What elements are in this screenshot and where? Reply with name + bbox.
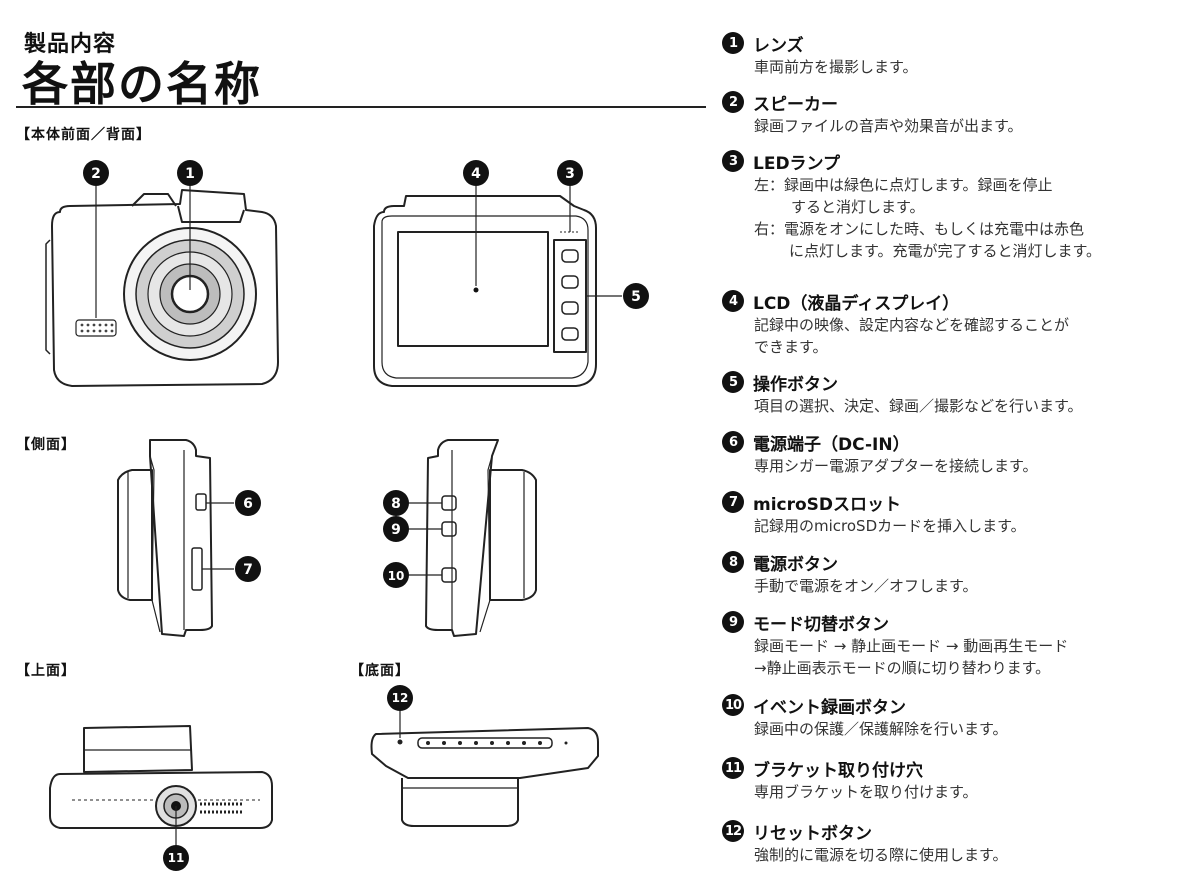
legend-item-12: 12 リセットボタン 強制的に電源を切る際に使用します。	[722, 818, 1192, 866]
side-view-left-illustration	[117, 439, 234, 637]
item-description: 専用シガー電源アダプターを接続します。	[754, 457, 1038, 475]
callout-badge-7: 7	[235, 556, 261, 582]
legend-item-1: 1 レンズ 車両前方を撮影します。	[722, 30, 1192, 78]
section-label-side: 【側面】	[16, 437, 76, 453]
item-description: 左：録画中は緑色に点灯します。録画を停止	[754, 176, 1053, 194]
callout-badge-12: 12	[387, 685, 413, 711]
item-title: microSDスロット	[753, 494, 902, 515]
callout-badge-8: 8	[383, 490, 409, 516]
side-view-right-illustration	[408, 439, 537, 637]
svg-text:12: 12	[392, 691, 409, 705]
item-description: に点灯します。充電が完了すると消灯します。	[789, 242, 1102, 260]
svg-text:7: 7	[243, 562, 253, 578]
item-title: リセットボタン	[753, 823, 872, 844]
section-label-top: 【上面】	[16, 663, 76, 679]
item-description: 強制的に電源を切る際に使用します。	[754, 846, 1008, 864]
section-label-front-back: 【本体前面／背面】	[16, 127, 151, 143]
legend-item-5: 5 操作ボタン 項目の選択、決定、録画／撮影などを行います。	[722, 369, 1192, 417]
svg-text:11: 11	[168, 851, 185, 865]
item-description: →静止画表示モードの順に切り替わります。	[754, 659, 1051, 677]
callout-badge-9: 9	[383, 516, 409, 542]
subtitle: 製品内容	[24, 32, 117, 57]
title-divider	[16, 106, 706, 108]
item-description: できます。	[754, 338, 828, 356]
item-title: 操作ボタン	[753, 374, 838, 395]
item-description: 録画ファイルの音声や効果音が出ます。	[754, 117, 1023, 135]
camera-diagram: 2 1 4 3 5 6 7 8 9 10 11 12	[45, 160, 649, 871]
legend-item-9: 9 モード切替ボタン 録画モード → 静止画モード → 動画再生モード →静止画表…	[722, 609, 1192, 679]
number-badge-6: 6	[722, 431, 744, 453]
number-badge-7: 7	[722, 491, 744, 513]
section-label-bottom: 【底面】	[350, 663, 410, 679]
item-title: 電源ボタン	[753, 554, 838, 575]
item-title: 電源端子（DC-IN）	[753, 434, 910, 455]
number-badge-12: 12	[722, 820, 744, 842]
item-description: 手動で電源をオン／オフします。	[754, 577, 978, 595]
item-title: LEDランプ	[753, 153, 841, 174]
legend-item-3: 3 LEDランプ 左：録画中は緑色に点灯します。録画を停止 すると消灯します。 右…	[722, 148, 1192, 262]
item-title: モード切替ボタン	[753, 614, 889, 635]
svg-text:10: 10	[388, 569, 405, 583]
number-badge-3: 3	[722, 150, 744, 172]
callout-badge-4: 4	[463, 160, 489, 186]
legend-item-8: 8 電源ボタン 手動で電源をオン／オフします。	[722, 549, 1192, 597]
callout-badge-1: 1	[177, 160, 203, 186]
number-badge-4: 4	[722, 290, 744, 312]
number-badge-9: 9	[722, 611, 744, 633]
svg-text:9: 9	[391, 522, 401, 538]
item-description: 録画モード → 静止画モード → 動画再生モード	[754, 637, 1069, 655]
svg-text:6: 6	[243, 496, 253, 512]
back-view-illustration	[373, 186, 622, 387]
legend-item-2: 2 スピーカー 録画ファイルの音声や効果音が出ます。	[722, 89, 1192, 137]
callout-badge-2: 2	[83, 160, 109, 186]
item-description: 右：電源をオンにした時、もしくは充電中は赤色	[754, 220, 1085, 238]
svg-text:2: 2	[91, 166, 101, 182]
item-title: イベント録画ボタン	[753, 697, 906, 718]
callout-badge-11: 11	[163, 845, 189, 871]
front-view-illustration	[45, 186, 279, 387]
item-title: LCD（液晶ディスプレイ）	[753, 293, 960, 314]
svg-text:1: 1	[185, 166, 195, 182]
page-title: 各部の名称	[22, 57, 262, 111]
number-badge-1: 1	[722, 32, 744, 54]
item-description: 録画中の保護／保護解除を行います。	[754, 720, 1008, 738]
item-title: スピーカー	[753, 94, 838, 115]
number-badge-8: 8	[722, 551, 744, 573]
item-description: 専用ブラケットを取り付けます。	[754, 783, 978, 801]
top-view-illustration	[49, 725, 273, 846]
callout-badge-10: 10	[383, 562, 409, 588]
callout-badge-3: 3	[557, 160, 583, 186]
item-description: 車両前方を撮影します。	[754, 58, 918, 76]
item-title: レンズ	[753, 35, 804, 56]
number-badge-5: 5	[722, 371, 744, 393]
item-description: 記録中の映像、設定内容などを確認することが	[754, 316, 1070, 334]
legend-item-7: 7 microSDスロット 記録用のmicroSDカードを挿入します。	[722, 489, 1192, 537]
item-title: ブラケット取り付け穴	[753, 760, 923, 781]
legend-item-6: 6 電源端子（DC-IN） 専用シガー電源アダプターを接続します。	[722, 429, 1192, 477]
item-description: 記録用のmicroSDカードを挿入します。	[754, 517, 1026, 535]
callout-badge-6: 6	[235, 490, 261, 516]
number-badge-11: 11	[722, 757, 744, 779]
item-description: 項目の選択、決定、録画／撮影などを行います。	[754, 397, 1083, 415]
item-description: すると消灯します。	[791, 198, 925, 216]
svg-text:3: 3	[565, 166, 575, 182]
callout-badges: 2 1 4 3 5 6 7 8 9 10 11 12	[83, 160, 649, 871]
svg-text:4: 4	[471, 166, 481, 182]
number-badge-10: 10	[722, 694, 744, 716]
number-badge-2: 2	[722, 91, 744, 113]
bottom-view-illustration	[370, 710, 599, 827]
legend-item-10: 10 イベント録画ボタン 録画中の保護／保護解除を行います。	[722, 692, 1192, 740]
legend-item-4: 4 LCD（液晶ディスプレイ） 記録中の映像、設定内容などを確認することが できま…	[722, 288, 1192, 358]
callout-badge-5: 5	[623, 283, 649, 309]
svg-text:8: 8	[391, 496, 401, 512]
svg-text:5: 5	[631, 289, 641, 305]
legend-item-11: 11 ブラケット取り付け穴 専用ブラケットを取り付けます。	[722, 755, 1192, 803]
